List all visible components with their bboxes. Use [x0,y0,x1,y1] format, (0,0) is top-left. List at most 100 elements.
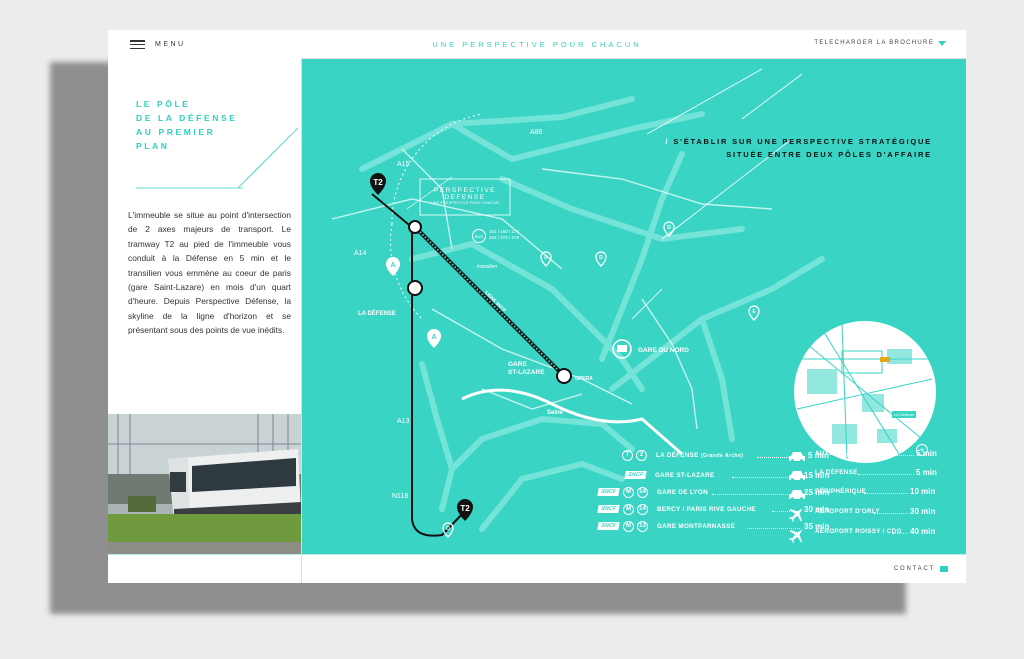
title-decoration [136,127,299,189]
transit-destination: BERCY / PARIS RIVE GAUCHE [656,505,756,513]
contact-link[interactable]: CONTACT [894,566,948,572]
heading-line-1: S'ÉTABLIR SUR UNE PERSPECTIVE STRATÉGIQU… [673,137,932,146]
transit-time-value: 5 min [808,450,829,460]
triangle-down-icon [938,40,946,46]
line-badge: 13 [636,520,648,532]
car-time-value: 5 min [916,448,937,458]
car-destination: LA DÉFENSE [815,468,858,476]
transit-destination: LA DÉFENSE [656,451,699,459]
car-destination: AUTOROUTE A86 [815,449,872,457]
svg-text:E: E [752,309,756,315]
zoom-tag: La Défense [892,411,917,418]
transit-row: SNCF M 14 BERCY / PARIS RIVE GAUCHE [597,502,756,516]
menu-button[interactable]: MENU [130,40,186,49]
map-pin-a-2: A [427,329,441,348]
t2-tram-line [411,229,468,537]
zoom-plus-button[interactable]: + [916,444,928,456]
sidebar-title: LE PÔLE DE LA DÉFENSE AU PREMIER PLAN [136,97,246,153]
dotted-leader [772,511,800,512]
zoom-map-inset [792,319,938,465]
car-time-value: 40 min [910,526,936,536]
car-destination: AÉROPORT ROISSY / CDG [815,527,902,535]
gare-st-lazare-label: GARE ST-LAZARE [508,361,545,376]
transit-time-value: 15 min [804,470,830,480]
line-badge: 14 [636,503,648,515]
tramway-photo [108,414,301,559]
title-line: PLAN [136,141,170,151]
dotted-leader [874,513,908,514]
car-icon [789,452,805,463]
hamburger-icon [130,40,145,49]
road-label-a15: A15 [397,161,410,168]
svg-text:D: D [599,255,603,261]
dotted-leader [732,477,802,478]
transit-note: (Grande Arche) [700,452,744,459]
title-line: DE LA DÉFENSE [136,113,238,123]
svg-text:D: D [446,526,450,532]
brochure-page: MENU UNE PERSPECTIVE POUR CHACUN TELECHA… [108,30,966,583]
svg-text:A: A [390,262,395,269]
map-pin-t2-top: T2 [370,173,386,195]
heading-slash: / [665,137,670,146]
road-label-a14: A14 [354,250,367,257]
transilien-badge: transilien [477,264,498,270]
gare-du-nord-label: GARE DU NORD [638,347,689,354]
map-pin-a-1: A [386,257,400,276]
car-time-value: 5 min [916,467,937,477]
seine-label: Seine [547,410,564,416]
la-defense-label: LA DÉFENSE [358,311,396,317]
envelope-icon [940,566,948,572]
transit-time-value: 30 min [804,504,830,514]
plane-icon [788,508,803,523]
map-pin-t2-bottom: T2 [457,499,473,521]
bus-lines: 161 / 160 / 172 262 / 272 / 378 [489,229,520,240]
title-line: AU PREMIER [136,127,216,137]
transit-row: T 2 LA DÉFENSE (Grande Arche) [622,448,743,462]
sncf-logo: SNCF [597,505,620,513]
sncf-logo: SNCF [597,488,620,496]
top-bar: MENU UNE PERSPECTIVE POUR CHACUN TELECHA… [108,30,966,59]
dotted-leader [892,533,908,534]
sidebar: LE PÔLE DE LA DÉFENSE AU PREMIER PLAN L'… [108,58,302,559]
bus-badge: BUS [472,229,486,243]
car-row: AÉROPORT D'ORLY [815,504,880,518]
building-logo-title: PERSPECTIVE DEFENSE [433,187,496,201]
download-brochure-link[interactable]: TELECHARGER LA BROCHURE [814,40,946,46]
dotted-leader [858,474,914,475]
car-row: PÉRIPHÉRIQUE [815,484,866,498]
road-label-a13: A13 [397,418,410,425]
car-row: AÉROPORT ROISSY / CDG [815,524,902,538]
svg-text:D: D [667,225,671,231]
tram-badge: T [622,449,633,461]
page-tagline: UNE PERSPECTIVE POUR CHACUN [432,40,642,49]
transit-destination: GARE MONTPARNASSE [656,522,736,530]
footer-divider [301,555,302,583]
car-icon [789,471,805,482]
car-icon [789,490,805,501]
footer-bar: CONTACT [108,554,966,583]
car-time-value: 30 min [910,506,936,516]
transit-label: LA DÉFENSE (Grande Arche) [656,452,743,459]
transit-row: SNCF M 14 GARE DE LYON [597,485,708,499]
dotted-leader [712,494,800,495]
building-logo-sub: UNE PERSPECTIVE POUR CHACUN [431,201,499,205]
line-badge: 2 [636,449,647,461]
road-label-a86: A86 [530,129,543,136]
bus-stop-info: BUS 161 / 160 / 172 262 / 272 / 378 [472,229,519,243]
building-logo-box [419,178,511,216]
menu-label: MENU [155,41,186,48]
seine-river [461,388,683,456]
contact-label: CONTACT [893,566,935,572]
map-heading: / S'ÉTABLIR SUR UNE PERSPECTIVE STRATÉGI… [666,135,932,161]
sidebar-body: L'immeuble se situe au point d'intersect… [128,210,291,336]
transit-destination: GARE ST-LAZARE [654,471,715,479]
svg-text:T2: T2 [373,178,383,187]
line-badge: 14 [636,486,648,498]
sncf-logo: SNCF [597,522,620,530]
heading-line-2: SITUÉE ENTRE DEUX PÔLES D'AFFAIRE [726,150,932,159]
car-destination: PÉRIPHÉRIQUE [815,487,867,495]
building-logo: PERSPECTIVE DEFENSE UNE PERSPECTIVE POUR… [422,187,508,205]
dotted-leader [747,528,800,529]
